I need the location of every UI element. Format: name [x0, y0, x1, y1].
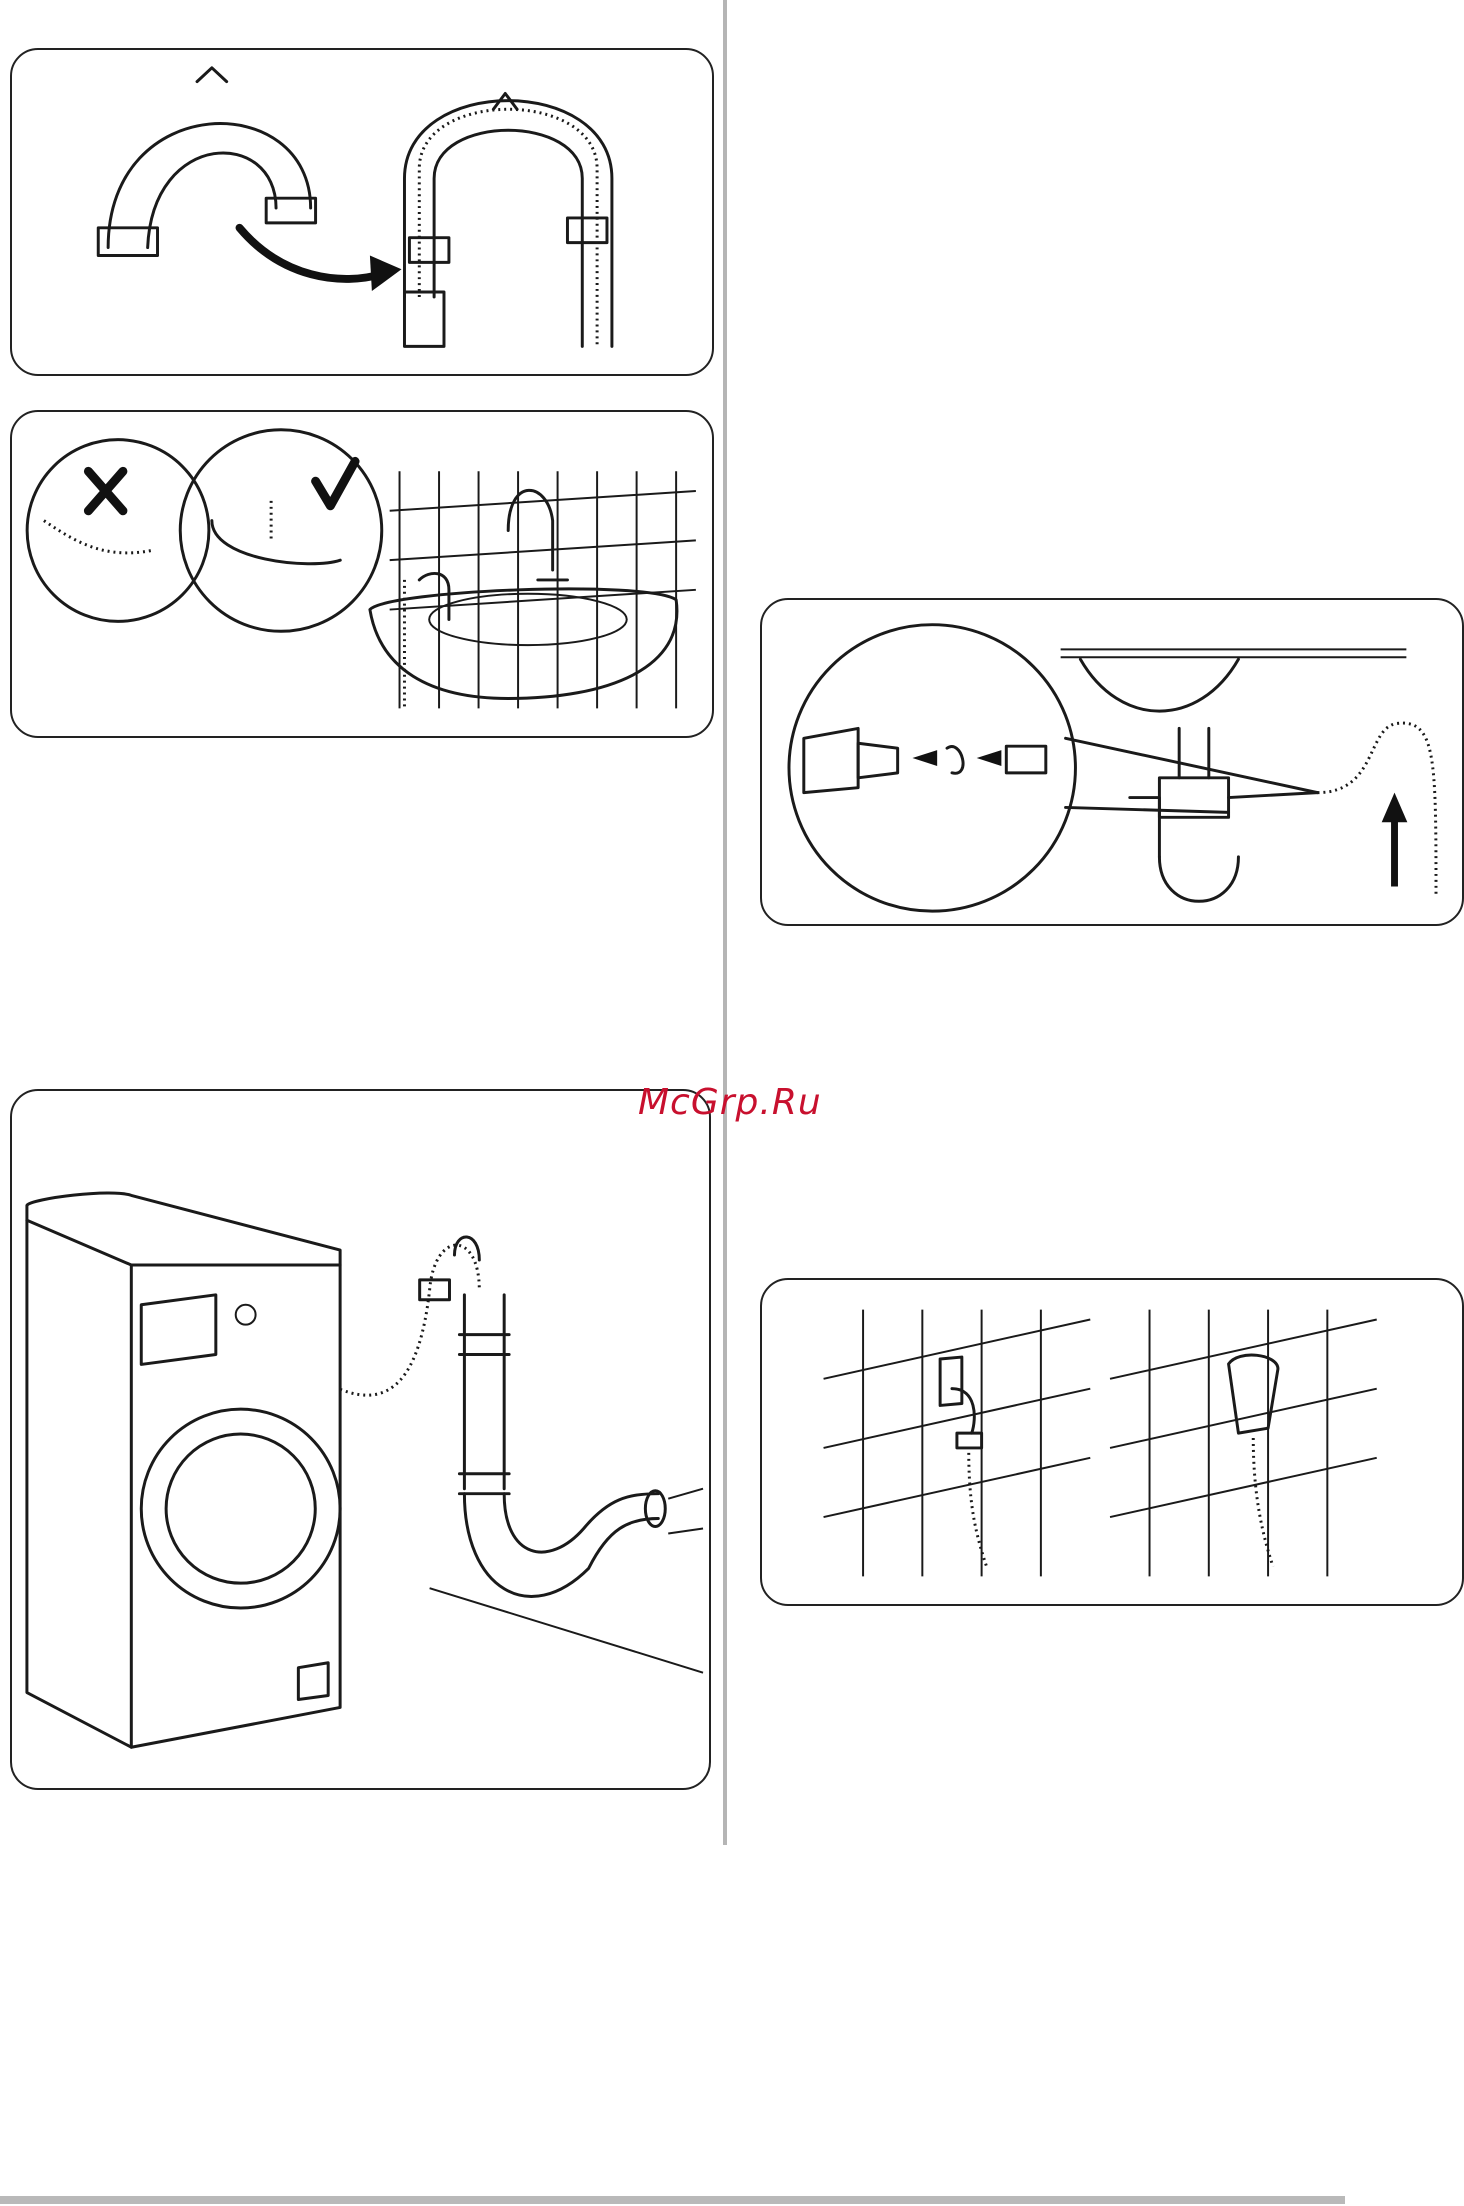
- standpipe-figure: [10, 1089, 711, 1790]
- watermark-text: McGrp.Ru: [638, 1082, 822, 1123]
- sink-trap-figure: [760, 598, 1464, 926]
- sink-trap-spigot-illustration-icon: [762, 600, 1462, 924]
- sink-hook-illustration-icon: [12, 412, 712, 736]
- wall-drain-figure: [760, 1278, 1464, 1606]
- bottom-rule: [0, 2196, 1345, 2204]
- wall-drain-connection-illustration-icon: [762, 1280, 1462, 1604]
- hose-guide-illustration-icon: [12, 50, 712, 374]
- hose-guide-figure: [10, 48, 714, 376]
- standpipe-drain-illustration-icon: [12, 1091, 709, 1788]
- sink-hook-figure: [10, 410, 714, 738]
- column-divider: [723, 0, 727, 1845]
